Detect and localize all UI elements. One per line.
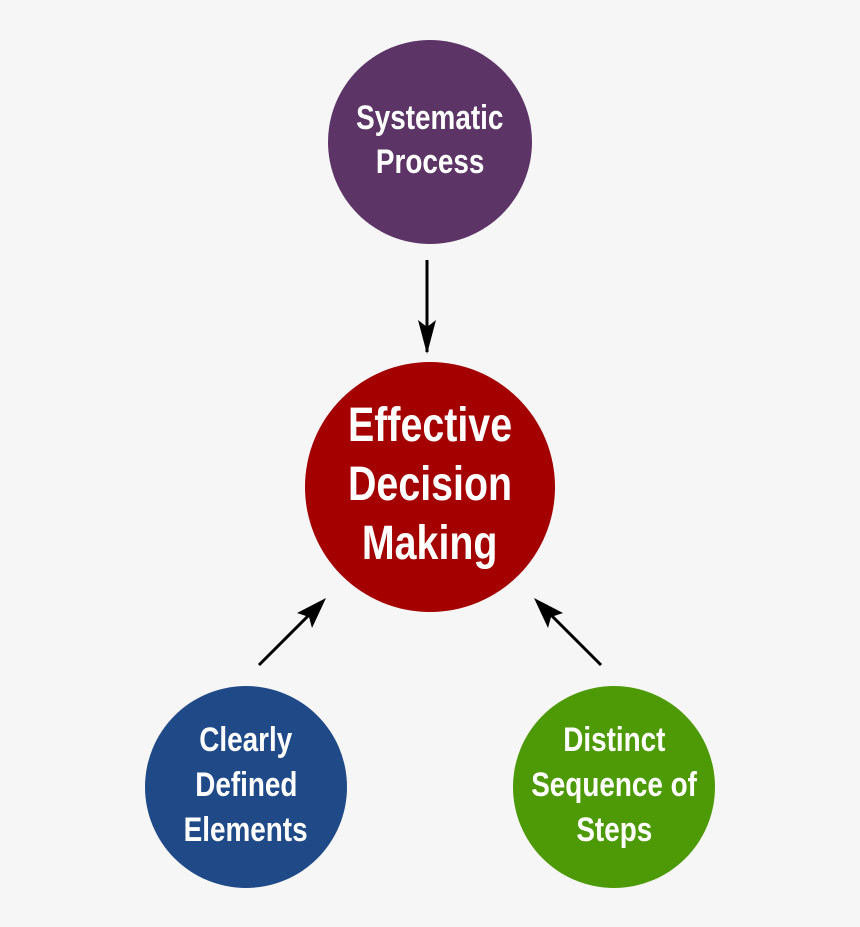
arrowhead-right-to-center (534, 598, 563, 628)
node-left-line-3: Elements (184, 810, 308, 849)
node-distinct-sequence-of-steps: Distinct Sequence of Steps (513, 686, 715, 888)
node-clearly-defined-elements: Clearly Defined Elements (145, 686, 347, 888)
node-top-line-1: Systematic (356, 99, 504, 137)
node-right-line-1: Distinct (562, 720, 666, 759)
node-top-line-2: Process (375, 143, 485, 181)
node-right-line-2: Sequence of (531, 765, 697, 804)
node-right-line-3: Steps (576, 810, 652, 849)
node-center-line-3: Making (362, 516, 498, 570)
node-center-line-1: Effective (347, 398, 513, 452)
node-left-line-2: Defined (194, 765, 298, 804)
node-systematic-process: Systematic Process (328, 40, 532, 244)
arrowhead-top-to-center (418, 320, 436, 354)
node-center-line-2: Decision (347, 457, 513, 511)
node-left-line-1: Clearly (199, 720, 293, 759)
arrowhead-left-to-center (297, 598, 326, 628)
node-effective-decision-making: Effective Decision Making (305, 362, 555, 612)
